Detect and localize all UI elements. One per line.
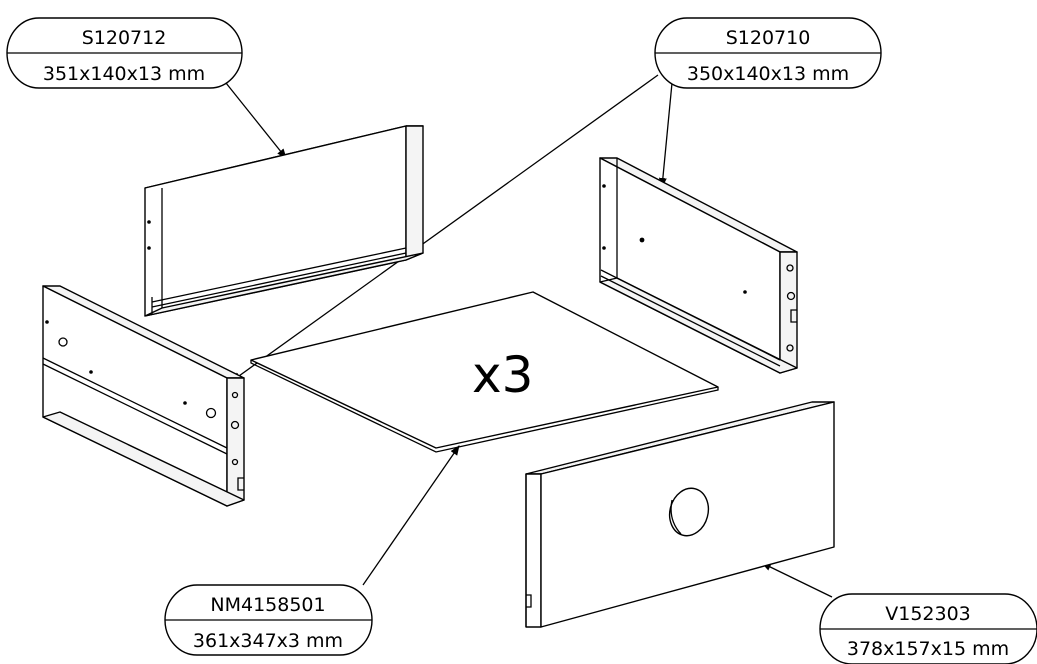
leader-v152303 xyxy=(761,562,833,598)
part-dimensions: 378x157x15 mm xyxy=(847,638,1009,660)
callout-v152303: V152303 378x157x15 mm xyxy=(819,593,1037,664)
leader-s120710-b xyxy=(231,74,659,382)
part-number: S120712 xyxy=(82,27,167,49)
part-number: S120710 xyxy=(726,27,811,49)
callout-s120712: S120712 351x140x13 mm xyxy=(6,17,243,89)
part-v152303 xyxy=(525,401,835,628)
part-dimensions: 351x140x13 mm xyxy=(43,63,205,85)
part-s120712 xyxy=(144,125,424,317)
leader-s120712 xyxy=(221,77,287,159)
part-number: V152303 xyxy=(885,603,971,625)
leader-s120710-a xyxy=(658,82,673,188)
quantity-label: x3 xyxy=(472,346,533,404)
part-dimensions: 350x140x13 mm xyxy=(687,63,849,85)
part-s120710 xyxy=(599,157,798,374)
part-nm4158501 xyxy=(250,291,719,453)
part-number: NM4158501 xyxy=(210,594,325,616)
part-dimensions: 361x347x3 mm xyxy=(193,630,343,652)
callout-nm4158501: NM4158501 361x347x3 mm xyxy=(164,584,373,656)
part-s120710-left xyxy=(42,285,245,507)
leader-nm4158501 xyxy=(362,445,460,586)
callout-s120710: S120710 350x140x13 mm xyxy=(654,17,882,89)
